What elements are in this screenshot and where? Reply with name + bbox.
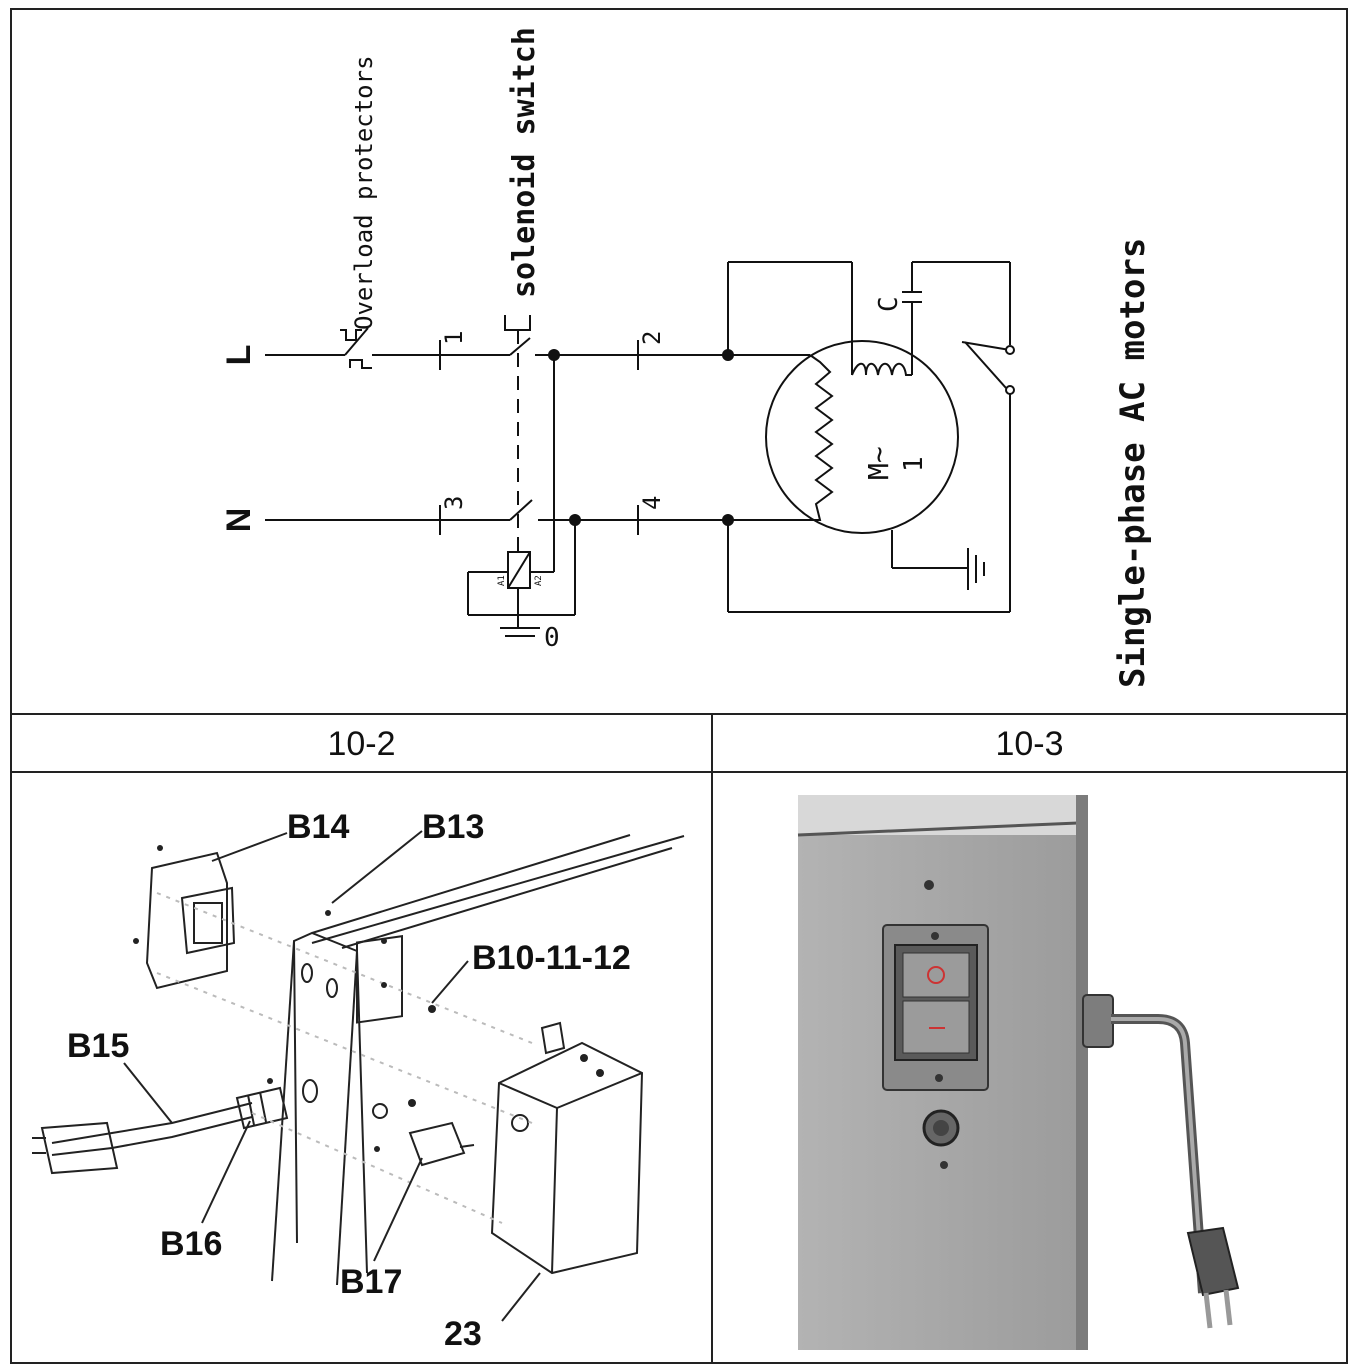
cable-gland	[1082, 994, 1114, 1048]
row-divider-top	[10, 713, 1348, 715]
row-divider-bottom	[10, 771, 1348, 773]
callout-b14: B14	[287, 808, 349, 846]
start-symbol-icon	[927, 966, 945, 984]
callout-23: 23	[444, 1315, 482, 1353]
label-N: N	[220, 508, 258, 533]
label-L: L	[220, 345, 258, 366]
wiring-schematic: L N Overload protectors solenoid switch …	[220, 27, 1153, 688]
callout-b10-11-12: B10-11-12	[472, 939, 631, 977]
cell-label-10-3: 10-3	[995, 725, 1064, 763]
label-capacitor: C	[874, 296, 904, 312]
label-motor-1: 1	[899, 456, 929, 472]
screw-bottom	[940, 1161, 948, 1169]
terminal-1: 1	[440, 331, 468, 345]
panel-lines	[32, 830, 685, 1322]
panel-side-edge	[1076, 795, 1088, 1350]
switch-contact-top	[1005, 345, 1015, 355]
callout-b15: B15	[67, 1027, 129, 1065]
callout-b17: B17	[340, 1263, 402, 1301]
plug-prong-1	[1203, 1292, 1213, 1329]
label-coil-a1: A1	[497, 575, 507, 586]
table-frame	[10, 8, 1348, 1364]
schematic-wires	[265, 261, 1011, 637]
fastener-dots	[133, 845, 604, 1152]
screw-top	[924, 880, 934, 890]
plug-body	[1186, 1226, 1240, 1297]
terminal-3: 3	[440, 496, 468, 510]
screw-housing-bottom	[935, 1074, 943, 1082]
exploded-parts-drawing: B14 B13 B10-11-12 B15 B16 B17 23	[32, 808, 685, 1353]
power-cord	[1111, 1014, 1208, 1294]
switch-panel-render	[797, 795, 1240, 1350]
schematic-title: Single-phase AC motors	[1113, 238, 1153, 688]
callout-b13: B13	[422, 808, 484, 846]
label-zero: 0	[544, 623, 560, 653]
cell-label-10-2: 10-2	[327, 725, 396, 763]
terminal-2: 2	[638, 331, 666, 345]
terminal-4: 4	[638, 496, 666, 510]
label-solenoid-switch: solenoid switch	[507, 27, 542, 298]
switch-contact-bottom	[1005, 385, 1015, 395]
grommet-center	[933, 1120, 949, 1136]
screw-housing-top	[931, 932, 939, 940]
label-overload-protectors: Overload protectors	[350, 55, 378, 330]
start-button[interactable]	[902, 952, 970, 998]
callout-b16: B16	[160, 1225, 222, 1263]
label-coil-a2: A2	[534, 575, 544, 586]
label-motor-m: M~	[862, 446, 895, 480]
junction-dots	[548, 349, 734, 526]
plug-prong-2	[1223, 1289, 1233, 1326]
centrifugal-switch-blade	[964, 341, 1007, 389]
column-divider	[711, 713, 713, 1364]
